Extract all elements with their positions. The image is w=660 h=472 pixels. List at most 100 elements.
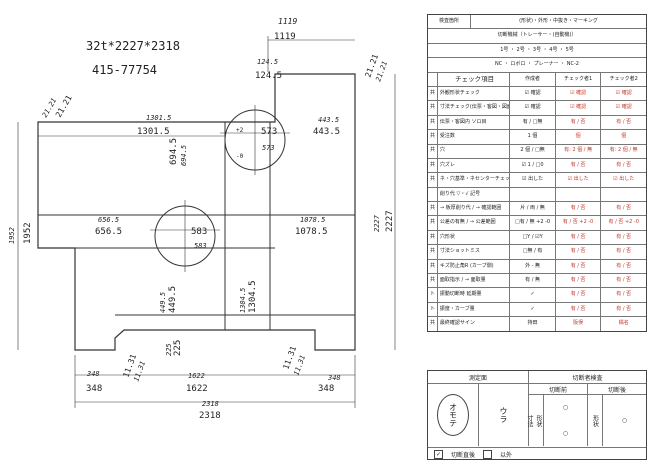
author-entry[interactable]: 有 / □無 bbox=[510, 115, 556, 130]
row-type bbox=[428, 187, 438, 202]
author-entry[interactable]: ✓ bbox=[510, 302, 556, 317]
checker2-entry[interactable]: 有 / 否 bbox=[616, 205, 632, 212]
col-checker1: チェック者1 bbox=[556, 72, 602, 86]
measure-ura: ウラ bbox=[479, 384, 529, 446]
dim-hole2-x-left: 656.5 bbox=[95, 227, 122, 237]
other-label: 以外 bbox=[500, 451, 513, 459]
checker1-entry[interactable]: ☑ 出した bbox=[556, 173, 602, 187]
hw-hole2-x-right: 1078.5 bbox=[300, 216, 325, 224]
hw-right-height: 2227 bbox=[373, 214, 381, 232]
author-entry[interactable]: □無 / 有 bbox=[510, 245, 556, 259]
checker1-entry[interactable]: 有 / 否 bbox=[556, 230, 602, 245]
checker1-entry[interactable]: 有 / 否 bbox=[556, 115, 602, 130]
checker2-entry[interactable]: 有: 2 個 / 無 bbox=[609, 147, 638, 154]
author-entry[interactable] bbox=[510, 187, 556, 202]
checklist-row: 共キズ防止角R (カーブ側)外 - 無有 / 否有 / 否 bbox=[428, 259, 646, 275]
machine-type-row: NC ・ ロボロ ・ プレーナー ・ NC-2 bbox=[428, 58, 646, 73]
checker1-entry[interactable]: 有 / 否 +2 -0 bbox=[556, 216, 602, 230]
author-entry[interactable]: 外 - 無 bbox=[510, 259, 556, 274]
checker1-entry[interactable]: ☑ 確認 bbox=[556, 101, 602, 115]
checklist-row: 共寸法ショットミス□無 / 有有 / 否有 / 否 bbox=[428, 245, 646, 260]
check-item: 穴ズレ bbox=[438, 158, 511, 173]
dim-lower-v3: 225 bbox=[173, 340, 183, 356]
other-check[interactable] bbox=[483, 449, 493, 459]
author-entry[interactable]: ☑ 確認 bbox=[510, 101, 556, 115]
checker1-entry[interactable] bbox=[556, 187, 602, 202]
checker2-entry[interactable]: 有 / 否 bbox=[616, 248, 632, 255]
checker1-entry[interactable]: 有 / 否 bbox=[556, 274, 602, 288]
checker1-entry[interactable]: 有: 2 個 / 無 bbox=[556, 144, 602, 158]
dim-hole2-d: 583 bbox=[191, 227, 207, 237]
checklist-row: 共面取指示 / → 面取量有 / 無有 / 否有 / 否 bbox=[428, 274, 646, 289]
checker2-entry[interactable]: 橘名 bbox=[618, 320, 629, 327]
inspection-row: 検査箇所 (形状)・外形・中抜き・マーキング bbox=[428, 15, 646, 30]
check-item: 受注数 bbox=[438, 130, 511, 144]
check-item: 寸法チェック(伝票・客図・図面・展命面・切断指示書) bbox=[438, 101, 511, 115]
checker1-entry[interactable]: 有 / 否 bbox=[556, 158, 602, 173]
checker2-entry[interactable]: 有 / 否 bbox=[616, 233, 632, 240]
row-type: 共 bbox=[428, 216, 438, 230]
row-type: 共 bbox=[428, 115, 438, 130]
author-entry[interactable]: 片 / 両 / 無 bbox=[510, 202, 556, 216]
hw-bottom-left: 348 bbox=[86, 370, 100, 378]
col-item: チェック項目 bbox=[438, 72, 511, 86]
checker1-entry[interactable]: 有 / 否 bbox=[556, 245, 602, 259]
dim-hole1-x: 443.5 bbox=[313, 127, 340, 137]
author-entry[interactable]: 有 / 無 bbox=[510, 274, 556, 288]
dim-lower-v1: 449.5 bbox=[168, 286, 178, 313]
hw-total-height: 1952 bbox=[8, 227, 16, 244]
hw-hole1-d: 573 bbox=[262, 144, 275, 152]
row-type: 共 bbox=[428, 259, 438, 274]
checker2-entry[interactable] bbox=[601, 188, 646, 201]
checker1-entry[interactable]: 有 / 否 bbox=[556, 202, 602, 216]
checker1-entry[interactable]: ☑ 確認 bbox=[556, 86, 602, 101]
checker2-entry[interactable]: ☑ 確認 bbox=[615, 104, 632, 111]
after-cut-check[interactable]: ✓ bbox=[434, 449, 443, 459]
size-label: 寸法 bbox=[526, 414, 533, 427]
checklist-row: 共外観形状チェック☑ 確認☑ 確認☑ 確認 bbox=[428, 86, 646, 102]
cutter-inspection: 測定面 切断者検査 オモテ ウラ 切断前 切断後 形状 寸法 ○ ○ 形状 ○ … bbox=[427, 370, 647, 460]
author-entry[interactable]: ✓ bbox=[510, 288, 556, 302]
check-item: 公差の有無 / → 公差範囲 bbox=[438, 216, 511, 230]
checker2-entry[interactable]: 個 bbox=[621, 133, 627, 140]
checker2-entry[interactable]: 有 / 否 bbox=[616, 118, 632, 125]
checker1-entry[interactable]: 有 / 否 bbox=[556, 302, 602, 317]
checklist-row: 共ネ・穴基準・ネセンターチェック☑ 出した☑ 出した☑ 出した bbox=[428, 173, 646, 188]
col-checker2: チェック者2 bbox=[609, 75, 638, 82]
checker2-entry[interactable]: 有 / 否 bbox=[616, 291, 632, 298]
dim-top-width: 1119 bbox=[274, 32, 296, 42]
author-entry[interactable]: ☑ 1 / □0 bbox=[510, 158, 556, 173]
dim-bottom-mid: 1622 bbox=[186, 384, 208, 394]
checker2-entry[interactable]: 有 / 否 bbox=[616, 276, 632, 283]
author-entry[interactable]: 2 個 / □無 bbox=[510, 144, 556, 158]
author-entry[interactable]: 1 個 bbox=[510, 130, 556, 144]
checker2-entry[interactable]: 有 / 否 +2 -0 bbox=[608, 219, 639, 226]
hw-notch: 124.5 bbox=[257, 58, 278, 66]
author-entry[interactable]: □Y / ☑Y bbox=[510, 230, 556, 245]
checker1-entry[interactable]: 個 bbox=[556, 130, 602, 144]
author-entry[interactable]: ☑ 出した bbox=[510, 173, 556, 187]
checker1-entry[interactable]: 有 / 否 bbox=[556, 288, 602, 302]
hw-bottom-right: 348 bbox=[327, 374, 341, 382]
author-entry[interactable]: 持田 bbox=[510, 317, 556, 331]
check-item: 削り代 ▽・√ 記号 bbox=[438, 187, 511, 202]
check-item: ネ・穴基準・ネセンターチェック bbox=[438, 173, 511, 187]
row-type: 共 bbox=[428, 173, 438, 187]
checker2-entry[interactable]: 有 / 否 bbox=[616, 305, 632, 312]
checker1-entry[interactable]: 阪俣 bbox=[556, 317, 602, 331]
inspection-header: 切断者検査 bbox=[529, 371, 646, 384]
checker2-entry[interactable]: ☑ 確認 bbox=[615, 89, 632, 96]
hw-bottom-total: 2318 bbox=[202, 400, 219, 408]
checker2-entry[interactable]: 有 / 否 bbox=[616, 262, 632, 269]
checker2-entry[interactable]: ☑ 出した bbox=[613, 176, 635, 183]
inspection-label: 検査箇所 bbox=[428, 15, 471, 29]
checker2-entry[interactable]: 有 / 否 bbox=[616, 161, 632, 168]
checker1-entry[interactable]: 有 / 否 bbox=[556, 259, 602, 274]
author-entry[interactable]: □有 / 無 +2 -0 bbox=[510, 216, 556, 230]
author-entry[interactable]: ☑ 確認 bbox=[510, 86, 556, 101]
inspection-value: (形状)・外形・中抜き・マーキング bbox=[519, 17, 598, 24]
